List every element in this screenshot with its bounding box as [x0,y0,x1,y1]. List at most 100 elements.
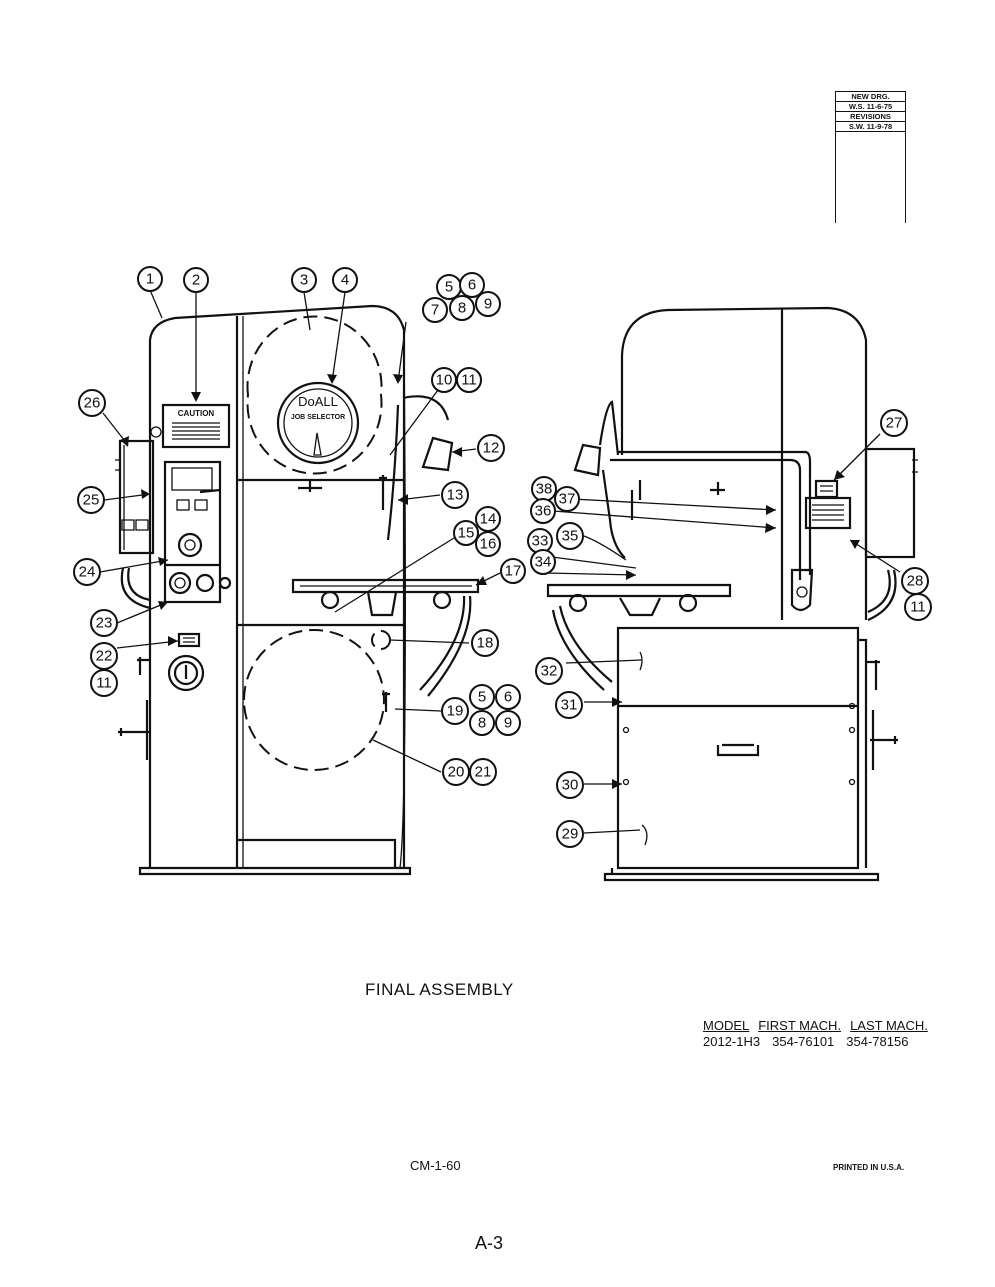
printed-note: PRINTED IN U.S.A. [833,1163,905,1172]
svg-text:9: 9 [484,296,492,313]
svg-text:20: 20 [448,764,465,781]
svg-text:1: 1 [146,271,154,288]
svg-text:36: 36 [535,503,552,520]
callout-36: 36 [530,498,556,524]
cell-last-mach: 354-78156 [846,1034,909,1049]
callout-12: 12 [477,434,505,462]
callout-24: 24 [73,558,101,586]
front-view: DoALL JOB SELECTOR CAUTION [115,304,480,876]
callout-32: 32 [535,657,563,685]
cell-first-mach: 354-76101 [772,1034,835,1049]
callout-31: 31 [555,691,583,719]
callout-25: 25 [77,486,105,514]
svg-text:9: 9 [504,715,512,732]
svg-text:3: 3 [300,272,308,289]
svg-text:25: 25 [83,492,100,509]
callout-6: 6 [459,272,485,298]
svg-text:31: 31 [561,697,578,714]
revision-row: REVISIONS [836,112,905,122]
callout-14: 14 [475,506,501,532]
callout-9: 9 [475,291,501,317]
svg-text:2: 2 [192,272,200,289]
svg-text:23: 23 [96,615,113,632]
callout-26: 26 [78,389,106,417]
callout-2: 2 [183,267,209,293]
callout-22: 22 [90,642,118,670]
callout-5b: 5 [469,684,495,710]
callout-34: 34 [530,549,556,575]
svg-text:7: 7 [431,302,439,319]
svg-text:19: 19 [447,703,464,720]
callout-7: 7 [422,297,448,323]
callout-17: 17 [500,558,526,584]
callout-16: 16 [475,531,501,557]
revision-row: S.W. 11-9-78 [836,122,905,132]
svg-text:18: 18 [477,635,494,652]
svg-text:27: 27 [886,415,903,432]
brand-label: DoALL [298,394,338,409]
callout-13: 13 [441,481,469,509]
callout-11: 11 [456,367,482,393]
callout-9b: 9 [495,710,521,736]
selector-label: JOB SELECTOR [291,414,345,421]
drawing-title: FINAL ASSEMBLY [365,980,514,999]
svg-text:10: 10 [436,372,453,389]
callout-5: 5 [436,274,462,300]
callout-33: 33 [527,528,553,554]
svg-text:6: 6 [504,689,512,706]
drawing-code: CM-1-60 [410,1158,461,1173]
callout-19: 19 [441,697,469,725]
callout-18: 18 [471,629,499,657]
svg-text:34: 34 [535,554,552,571]
svg-text:37: 37 [559,491,576,508]
revision-row: NEW DRG. [836,92,905,102]
svg-text:14: 14 [480,511,497,528]
svg-text:38: 38 [536,481,553,498]
callout-29: 29 [556,820,584,848]
rear-view [546,306,918,882]
svg-text:32: 32 [541,663,558,680]
svg-text:26: 26 [84,395,101,412]
callout-37: 37 [554,486,580,512]
callout-8: 8 [449,295,475,321]
svg-text:11: 11 [461,372,477,389]
svg-text:21: 21 [475,764,492,781]
callout-35: 35 [556,522,584,550]
svg-text:30: 30 [562,777,579,794]
svg-text:33: 33 [532,533,549,550]
callout-20: 20 [442,758,470,786]
cell-model: 2012-1H3 [703,1034,761,1049]
leader-lines [99,289,901,834]
svg-text:6: 6 [468,277,476,294]
svg-text:28: 28 [907,573,924,590]
callout-8b: 8 [469,710,495,736]
callout-11c: 11 [904,593,932,621]
callout-11b: 11 [90,669,118,697]
callout-38: 38 [531,476,557,502]
leader-arrowheads [120,374,860,789]
header-first-mach: FIRST MACH. [758,1018,842,1033]
callout-6b: 6 [495,684,521,710]
svg-text:16: 16 [480,536,497,553]
svg-text:22: 22 [96,648,113,665]
callout-28: 28 [901,567,929,595]
svg-text:15: 15 [458,525,475,542]
svg-text:4: 4 [341,272,349,289]
revision-block: NEW DRG. W.S. 11-6-75 REVISIONS S.W. 11-… [835,91,906,223]
svg-text:8: 8 [478,715,486,732]
caution-label: CAUTION [178,409,215,418]
svg-text:13: 13 [447,487,464,504]
svg-text:11: 11 [96,675,112,692]
svg-text:24: 24 [79,564,96,581]
callout-4: 4 [332,267,358,293]
callout-21: 21 [469,758,497,786]
svg-text:5: 5 [478,689,486,706]
model-table-row: 2012-1H3 354-76101 354-78156 [703,1034,937,1050]
callout-23: 23 [90,609,118,637]
svg-text:12: 12 [483,440,500,457]
callout-27: 27 [880,409,908,437]
svg-text:11: 11 [910,599,926,616]
